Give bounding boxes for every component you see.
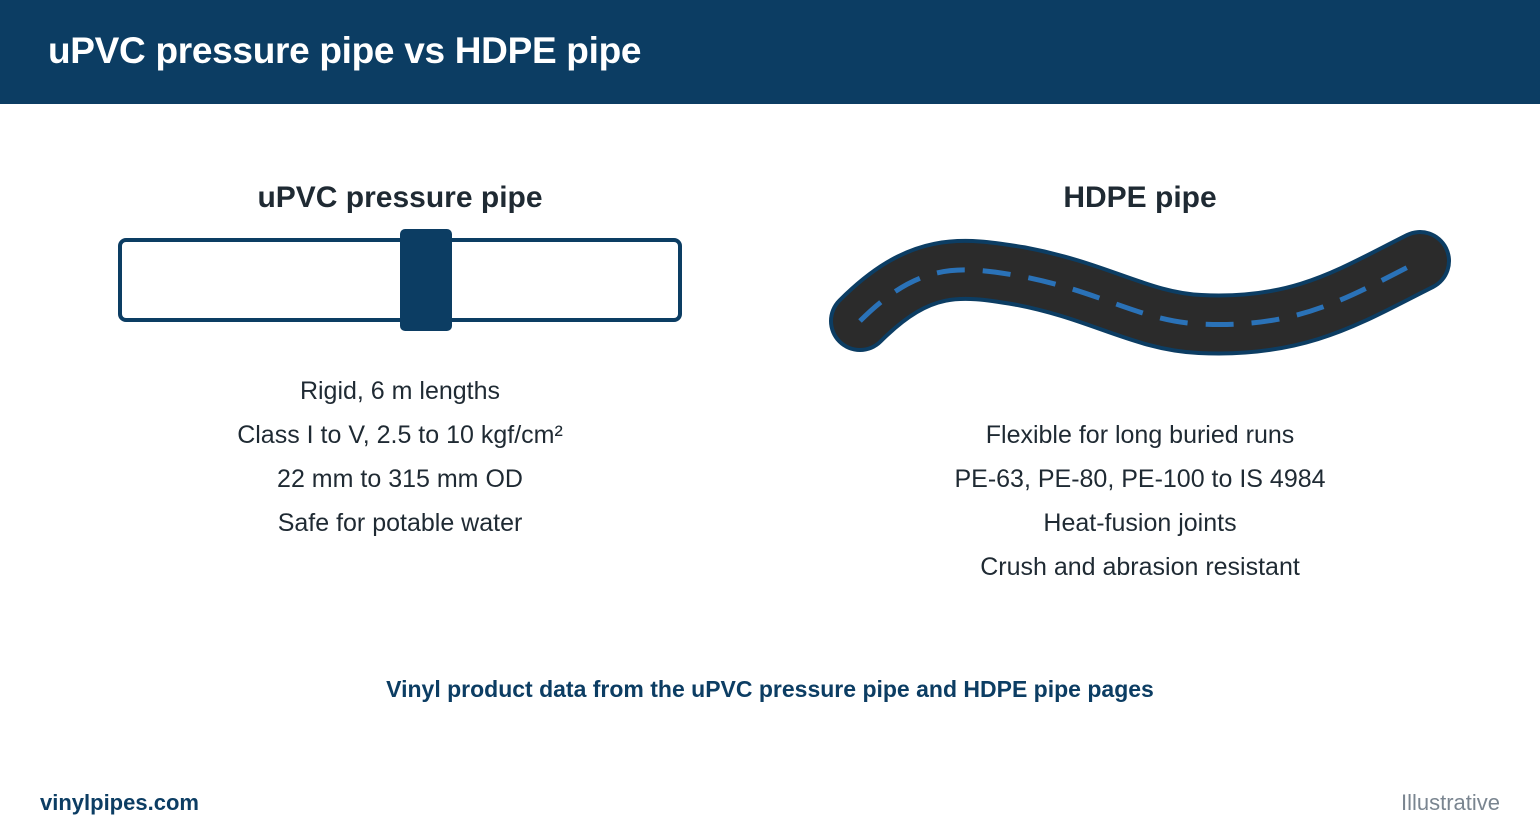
hdpe-pipe-illustration bbox=[829, 230, 1451, 356]
upvc-pipe-illustration bbox=[118, 229, 682, 331]
upvc-feature: Class I to V, 2.5 to 10 kgf/cm² bbox=[237, 421, 563, 449]
hdpe-panel: HDPE pipe Flexible for long buried runs … bbox=[760, 176, 1520, 581]
hdpe-feature: Crush and abrasion resistant bbox=[980, 553, 1300, 581]
upvc-feature-list: Rigid, 6 m lengths Class I to V, 2.5 to … bbox=[20, 369, 780, 545]
header-bar: uPVC pressure pipe vs HDPE pipe bbox=[0, 0, 1540, 104]
illustrative-note: Illustrative bbox=[1400, 790, 1500, 815]
hdpe-feature: Flexible for long buried runs bbox=[985, 421, 1295, 449]
page-title: uPVC pressure pipe vs HDPE pipe bbox=[48, 30, 642, 71]
hdpe-centerline bbox=[858, 258, 1422, 328]
upvc-coupler bbox=[400, 229, 452, 331]
brand-link[interactable]: vinylpipes.com bbox=[40, 790, 199, 815]
upvc-feature: Safe for potable water bbox=[277, 509, 523, 537]
upvc-feature: 22 mm to 315 mm OD bbox=[277, 465, 523, 493]
hdpe-feature: PE-63, PE-80, PE-100 to IS 4984 bbox=[954, 465, 1326, 493]
upvc-feature: Rigid, 6 m lengths bbox=[299, 377, 501, 405]
upvc-panel-title: uPVC pressure pipe bbox=[257, 181, 543, 214]
hdpe-feature-list: Flexible for long buried runs PE-63, PE-… bbox=[760, 413, 1520, 589]
source-note: Vinyl product data from the uPVC pressur… bbox=[386, 676, 1154, 702]
upvc-panel: uPVC pressure pipe Rigid, 6 m lengths Cl… bbox=[20, 176, 780, 537]
hdpe-feature: Heat-fusion joints bbox=[1043, 509, 1237, 537]
hdpe-panel-title: HDPE pipe bbox=[1063, 181, 1217, 214]
